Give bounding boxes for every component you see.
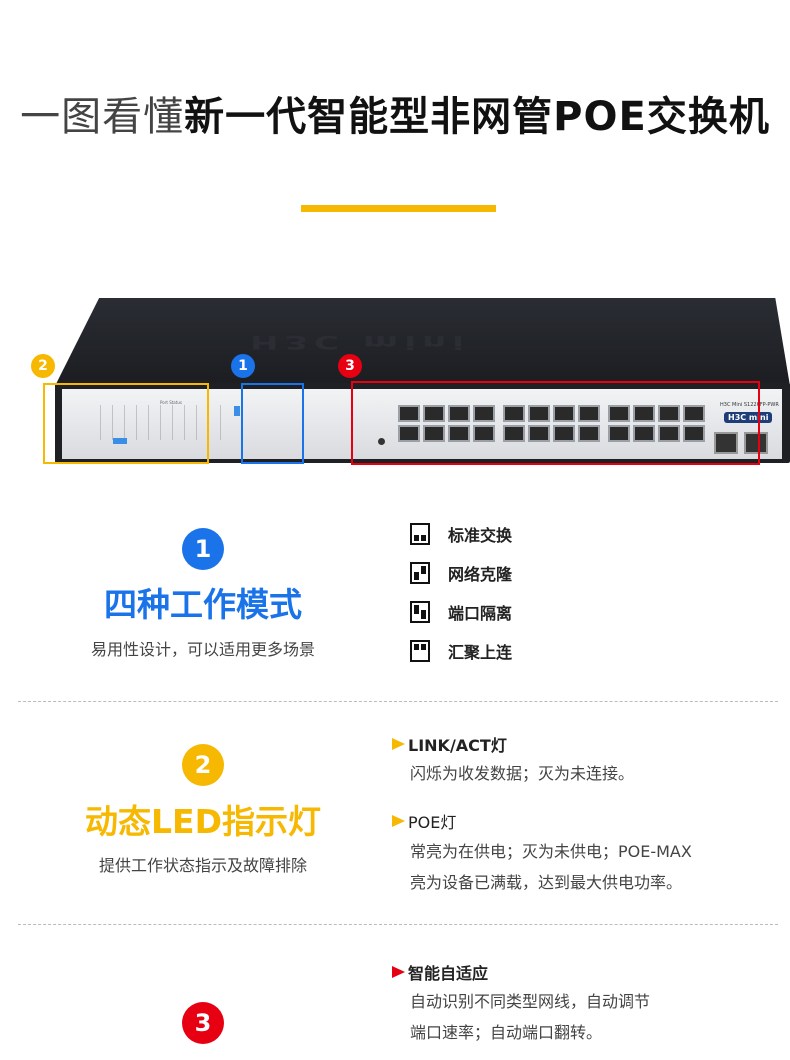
section-2-title: 动态LED指示灯: [85, 802, 321, 841]
mode-item: 网络克隆: [410, 562, 513, 584]
feature-desc: 常亮为在供电；灭为未供电；POE-MAX 亮为设备已满载，达到最大供电功率。: [410, 836, 692, 898]
callout-badge-1: 1: [231, 354, 255, 378]
mode-clone-icon: [410, 562, 430, 584]
feature-title-text: 智能自适应: [408, 964, 489, 983]
mode-standard-icon: [410, 523, 430, 545]
divider: [18, 924, 778, 925]
port-group-1: [398, 405, 495, 442]
mode-list: 标准交换 网络克隆 端口隔离 汇聚上连: [410, 523, 513, 662]
section-2-badge: 2: [182, 744, 224, 786]
title-bold: 新一代智能型非网管POE交换机: [184, 94, 770, 140]
desc-line: 闪烁为收发数据；灭为未连接。: [410, 764, 635, 783]
mode-item: 汇聚上连: [410, 640, 513, 662]
divider: [18, 701, 778, 702]
mode-label: 端口隔离: [448, 604, 513, 623]
mode-switch: [234, 406, 240, 416]
title-underline: [301, 205, 496, 212]
mode-led: [113, 438, 127, 444]
feature-title-text: POE灯: [408, 813, 457, 832]
feature-desc: 自动识别不同类型网线，自动调节端口速率；自动端口翻转。: [410, 986, 650, 1048]
section-1-badge: 1: [182, 528, 224, 570]
feature-title-text: LINK/ACT灯: [408, 736, 507, 755]
sfp-port: [714, 432, 738, 454]
brand-logo: H3C mini: [724, 412, 773, 423]
feature-title: 智能自适应: [392, 960, 488, 984]
mode-item: 端口隔离: [410, 601, 513, 623]
feature-title: POE灯: [392, 809, 456, 833]
section-1-subtitle: 易用性设计，可以适用更多场景: [90, 640, 315, 659]
port-group-3: [608, 405, 705, 442]
sfp-port: [744, 432, 768, 454]
mode-label: 网络克隆: [448, 565, 513, 584]
switch-top-logo: H3C mini: [250, 331, 470, 353]
mode-label: 标准交换: [448, 526, 513, 545]
port-status-label: Port Status: [160, 400, 182, 405]
reset-button: [378, 438, 385, 445]
desc-line: 常亮为在供电；灭为未供电；POE-MAX: [410, 842, 692, 861]
arrow-icon: [392, 815, 405, 827]
mode-label: 汇聚上连: [448, 643, 513, 662]
section-2-subtitle: 提供工作状态指示及故障排除: [98, 856, 307, 875]
arrow-icon: [392, 738, 405, 750]
callout-badge-3: 3: [338, 354, 362, 378]
switch-top: [55, 298, 790, 386]
desc-line: 亮为设备已满载，达到最大供电功率。: [410, 873, 683, 892]
mode-isolation-icon: [410, 601, 430, 623]
desc-line: 自动识别不同类型网线，自动调节: [410, 992, 651, 1011]
mode-uplink-icon: [410, 640, 430, 662]
page-title: 一图看懂新一代智能型非网管POE交换机: [0, 84, 790, 142]
callout-box-1: [241, 383, 304, 464]
section-1-title: 四种工作模式: [104, 585, 302, 624]
feature-desc: 闪烁为收发数据；灭为未连接。: [410, 758, 634, 789]
callout-badge-2: 2: [31, 354, 55, 378]
callout-box-2: [43, 383, 209, 464]
mode-item: 标准交换: [410, 523, 513, 545]
arrow-icon: [392, 966, 405, 978]
feature-title: LINK/ACT灯: [392, 732, 507, 756]
title-light: 一图看懂: [20, 94, 185, 140]
desc-line: 端口速率；自动端口翻转。: [410, 1023, 603, 1042]
port-group-2: [503, 405, 600, 442]
model-label: H3C Mini S1226FP-PWR: [720, 402, 779, 408]
section-3-badge: 3: [182, 1002, 224, 1044]
callout-box-3: [351, 381, 760, 465]
